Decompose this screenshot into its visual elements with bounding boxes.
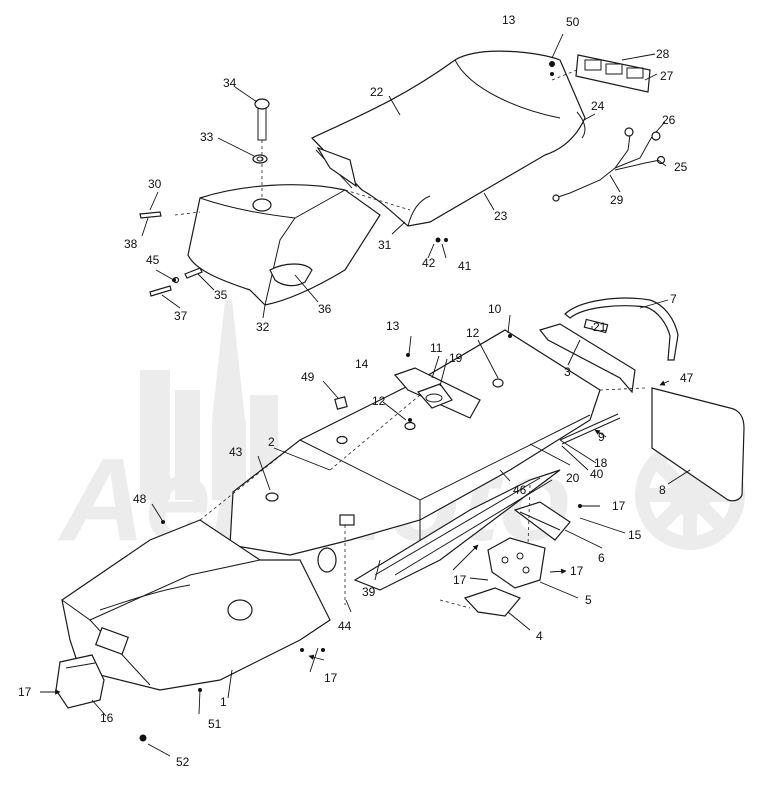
callout-48: 48 — [133, 492, 147, 506]
callout-9: 9 — [598, 430, 605, 444]
callout-21: 21 — [593, 320, 607, 334]
callout-45: 45 — [146, 253, 160, 267]
callout-16: 16 — [100, 711, 114, 725]
callout-18: 18 — [594, 456, 608, 470]
callout-17-right-lower: 17 — [570, 564, 584, 578]
callout-12-upper: 12 — [466, 326, 480, 340]
decal-44-icon — [339, 514, 355, 526]
hardware-dots — [139, 61, 582, 742]
callout-44: 44 — [338, 619, 352, 633]
callout-42: 42 — [422, 256, 436, 270]
callout-15: 15 — [628, 528, 642, 542]
callout-25: 25 — [674, 160, 688, 174]
callout-29: 29 — [610, 193, 624, 207]
callout-20: 20 — [566, 471, 580, 485]
callout-51: 51 — [208, 717, 222, 731]
callout-49: 49 — [301, 370, 315, 384]
callout-46: 46 — [513, 483, 527, 497]
callout-17-bottom: 17 — [324, 671, 338, 685]
callout-labels: 1 2 3 4 5 6 7 8 9 10 11 12 12 13 13 14 1… — [18, 13, 694, 769]
callout-17-right-upper: 17 — [612, 499, 626, 513]
callout-52: 52 — [176, 755, 190, 769]
callout-47: 47 — [680, 371, 694, 385]
callout-3: 3 — [564, 365, 571, 379]
seat-part — [310, 50, 586, 227]
callout-10: 10 — [488, 302, 502, 316]
callout-27: 27 — [660, 69, 674, 83]
callout-39: 39 — [362, 585, 376, 599]
callout-14: 14 — [355, 357, 369, 371]
callout-7: 7 — [670, 292, 677, 306]
callout-17-left: 17 — [18, 685, 32, 699]
callout-30: 30 — [148, 177, 162, 191]
assembly-lines — [174, 69, 646, 609]
callout-43: 43 — [229, 445, 243, 459]
tunnel-part — [229, 329, 601, 556]
callout-36: 36 — [318, 302, 332, 316]
seat-rear-bracket-part — [576, 111, 586, 139]
callout-26: 26 — [662, 113, 676, 127]
callout-2: 2 — [268, 435, 275, 449]
mount-plate-part — [393, 367, 481, 419]
callout-41: 41 — [458, 259, 472, 273]
snow-flap-part — [651, 387, 745, 502]
callout-40: 40 — [590, 467, 604, 481]
callout-28: 28 — [656, 47, 670, 61]
callout-5: 5 — [585, 593, 592, 607]
taillight-part — [575, 54, 651, 93]
callout-11: 11 — [430, 341, 443, 355]
callout-4: 4 — [536, 629, 543, 643]
callout-1: 1 — [220, 695, 227, 709]
rear-bumper-part — [564, 297, 679, 361]
callout-8: 8 — [659, 483, 666, 497]
callout-34: 34 — [223, 76, 237, 90]
callout-33: 33 — [200, 130, 214, 144]
callout-32: 32 — [256, 320, 270, 334]
callout-24: 24 — [591, 99, 605, 113]
square-nut-icon — [334, 396, 348, 410]
callout-23: 23 — [494, 209, 508, 223]
callout-6: 6 — [598, 551, 605, 565]
callout-22: 22 — [370, 85, 384, 99]
running-board-part — [353, 469, 561, 591]
callout-12-lower: 12 — [372, 394, 386, 408]
bumper-bracket-part — [538, 318, 636, 394]
fuel-cap-part — [252, 98, 270, 164]
callout-35: 35 — [214, 288, 228, 302]
leader-lines — [40, 33, 691, 757]
tie-rod-part — [559, 413, 621, 445]
callout-31: 31 — [378, 238, 392, 252]
callout-38: 38 — [124, 237, 138, 251]
callout-37: 37 — [174, 309, 188, 323]
wiring-harness-part — [552, 127, 666, 202]
callout-13-lower: 13 — [386, 319, 400, 333]
callout-13-upper: 13 — [502, 13, 516, 27]
callout-19: 19 — [449, 351, 463, 365]
callout-50: 50 — [566, 15, 580, 29]
fuel-tank-part — [187, 184, 381, 306]
callout-17-center: 17 — [453, 573, 467, 587]
